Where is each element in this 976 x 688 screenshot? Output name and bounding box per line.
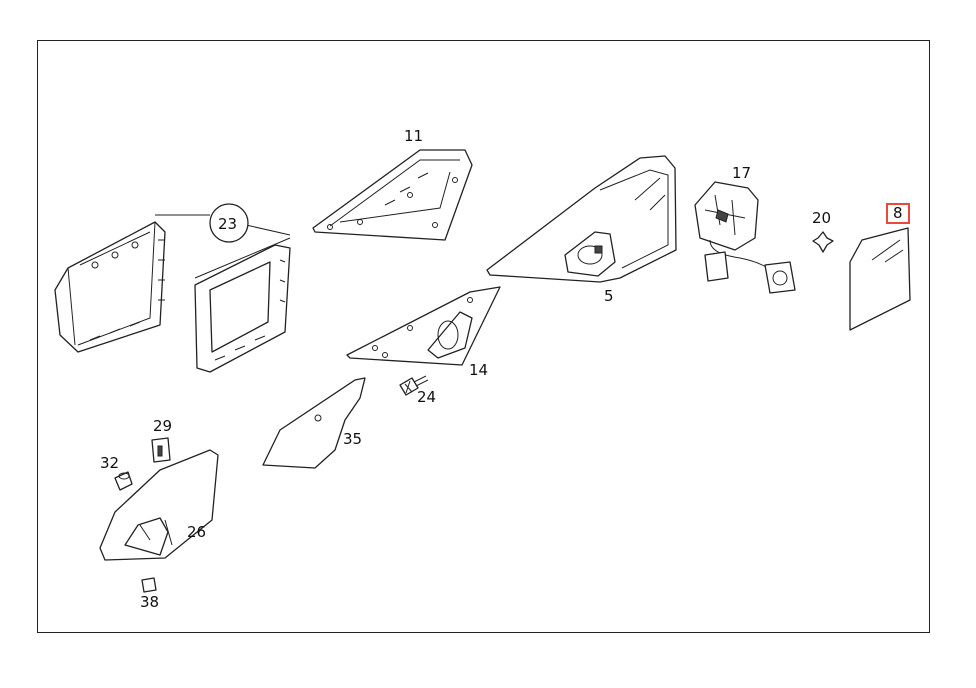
part-23-housing [54,221,166,353]
part-17-motor [694,181,796,294]
label-5: 5 [604,287,614,305]
label-17: 17 [732,164,752,182]
part-35-gasket [262,377,366,469]
part-23-frame [194,244,291,373]
diagram-frame [37,40,930,633]
part-29-clip [151,437,171,463]
callout-circle-23 [209,203,249,243]
part-8-mirror-glass [849,227,911,331]
label-26: 26 [187,523,207,541]
label-8-highlighted[interactable]: 8 [886,203,910,224]
part-14-base-plate [346,286,501,366]
part-32-rivet [114,471,133,491]
label-14: 14 [469,361,489,379]
part-5-mirror-housing [486,155,677,283]
part-11-cover [312,149,473,241]
label-29: 29 [153,417,173,435]
label-24: 24 [417,388,437,406]
label-23: 23 [218,215,238,233]
part-24-screw [399,375,429,396]
part-26-cover [99,449,219,561]
part-38-clip [141,577,157,593]
label-35: 35 [343,430,363,448]
label-32: 32 [100,454,120,472]
label-11: 11 [404,127,424,145]
part-20-clip [812,231,834,253]
label-38: 38 [140,593,160,611]
label-20: 20 [812,209,832,227]
